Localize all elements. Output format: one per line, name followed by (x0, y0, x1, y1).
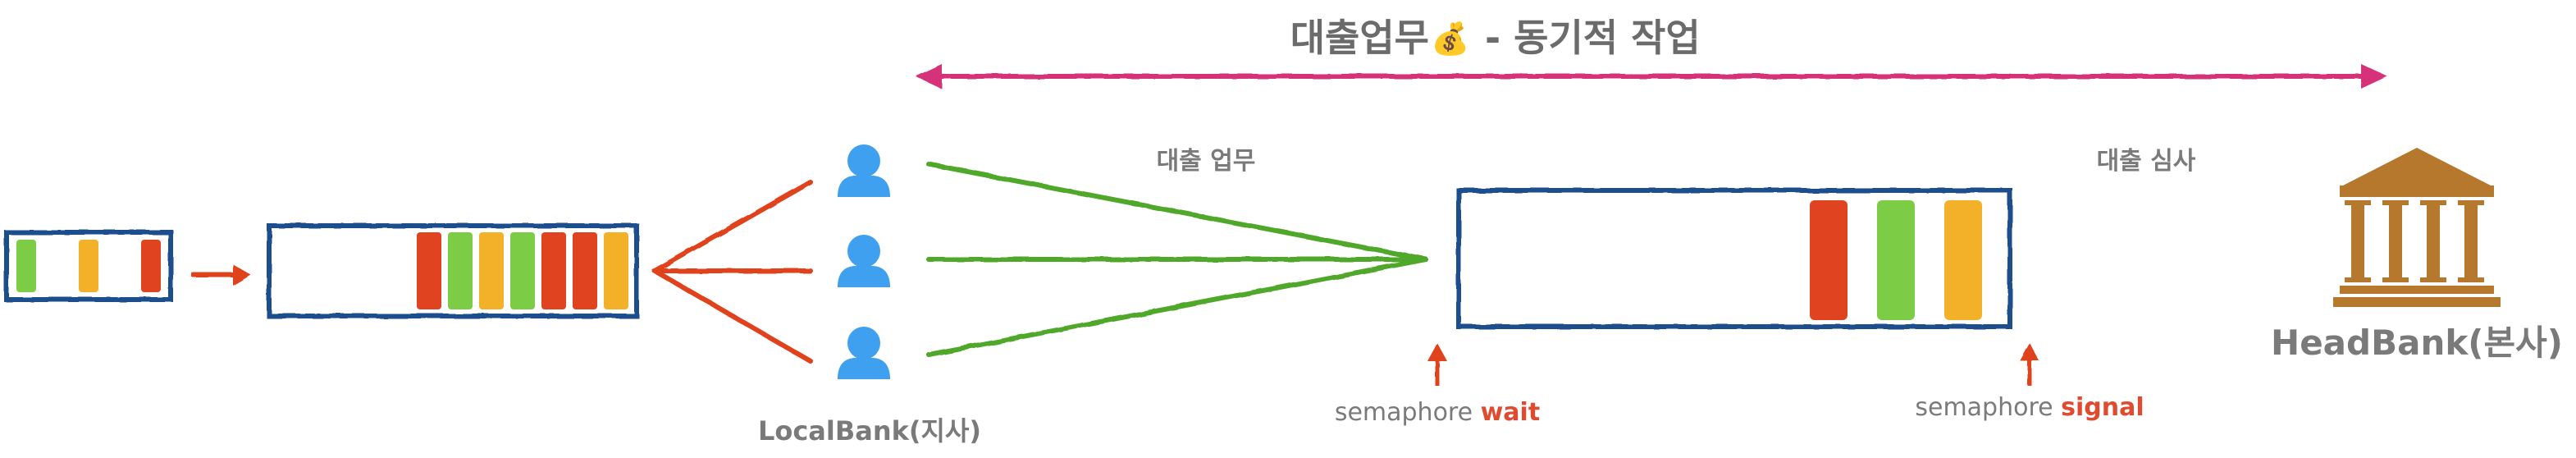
semaphore-box (1456, 188, 2012, 329)
person-icon (838, 327, 890, 379)
diagram-title: 대출업무 💰 - 동기적 작업 (1290, 16, 1701, 60)
queue-bar-red (573, 232, 597, 309)
enqueue-arrow (192, 264, 251, 286)
money-bag-icon: 💰 (1431, 21, 1469, 57)
small-queue-box (4, 230, 173, 302)
queue-bar-red (1810, 200, 1848, 320)
local-queue-box (267, 223, 639, 318)
wait-prefix: semaphore (1335, 398, 1481, 427)
queue-bar-green (1877, 200, 1915, 320)
person-icon (838, 235, 890, 287)
wait-arrow (1427, 343, 1447, 386)
queue-bar-green (448, 232, 473, 309)
head-bank-label: HeadBank(본사) (2271, 323, 2563, 363)
queue-bar-green (16, 240, 36, 292)
queue-bar-yellow (604, 232, 628, 309)
queue-bar-yellow (479, 232, 504, 309)
title-text: 대출업무 (1290, 16, 1429, 60)
person-icon (838, 144, 890, 197)
local-queue (267, 223, 639, 318)
sync-span-arrow (916, 64, 2387, 89)
wait-keyword: wait (1481, 398, 1541, 427)
signal-prefix: semaphore (1915, 393, 2061, 422)
queue-bar-red (541, 232, 566, 309)
queue-bar-red (417, 232, 441, 309)
small-queue (4, 230, 173, 302)
title-suffix: - 동기적 작업 (1472, 16, 1701, 60)
work-lines (926, 162, 1428, 357)
semaphore-wait-label: semaphore wait (1335, 398, 1540, 427)
queue-bar-green (510, 232, 535, 309)
dispatch-lines (652, 180, 813, 364)
loan-work-label: 대출 업무 (1157, 147, 1256, 176)
semaphore-signal-label: semaphore signal (1915, 393, 2144, 422)
queue-bar-yellow (1944, 200, 1982, 320)
loan-review-label: 대출 심사 (2097, 147, 2196, 176)
queue-bar-red (141, 240, 161, 292)
signal-keyword: signal (2061, 393, 2144, 422)
semaphore-queue (1456, 188, 2012, 329)
bank-building-icon (2333, 148, 2501, 307)
signal-arrow (2020, 343, 2039, 386)
queue-bar-yellow (79, 240, 98, 292)
local-bank-label: LocalBank(지사) (758, 415, 981, 447)
